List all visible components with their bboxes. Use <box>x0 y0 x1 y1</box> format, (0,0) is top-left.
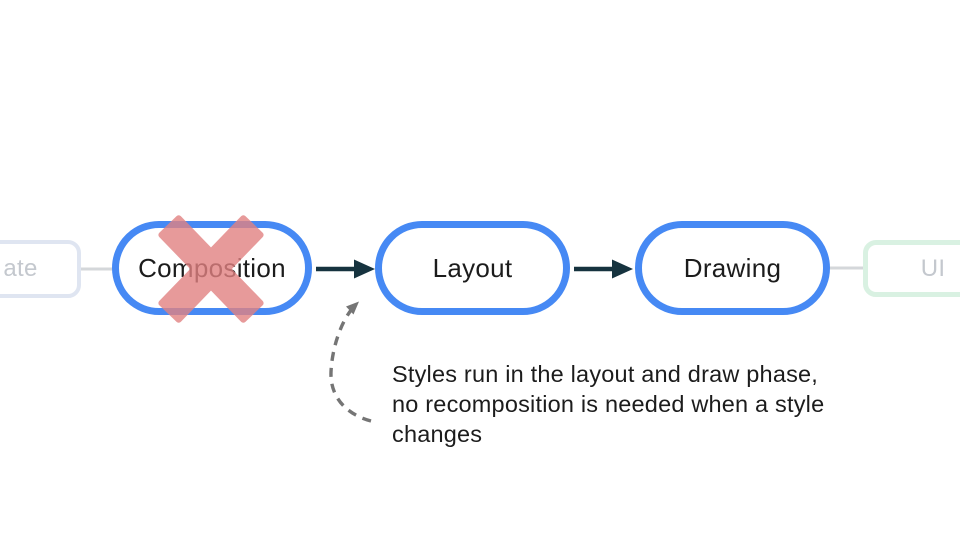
curved-dashed-arrow-icon <box>329 301 372 423</box>
node-layout: Layout <box>375 221 570 315</box>
node-state: ate <box>0 240 81 298</box>
node-state-label: ate <box>3 255 38 282</box>
node-composition: Composition <box>112 221 312 315</box>
node-drawing-label: Drawing <box>683 252 782 283</box>
dashed-arrowhead-icon <box>346 301 359 315</box>
annotation-line: changes <box>392 421 483 447</box>
annotation-text: Styles run in the layout and draw phase,… <box>392 359 824 449</box>
arrowhead-icon <box>612 259 633 279</box>
node-ui-label: UI <box>920 254 946 282</box>
arrow-layout-to-drawing <box>574 259 633 279</box>
node-ui: UI <box>863 240 960 297</box>
node-layout-label: Layout <box>432 252 513 283</box>
arrowhead-icon <box>354 259 375 279</box>
node-drawing: Drawing <box>635 221 830 315</box>
arrow-composition-to-layout <box>316 259 375 279</box>
node-composition-label: Composition <box>138 252 286 283</box>
annotation-line: Styles run in the layout and draw phase, <box>392 361 819 387</box>
annotation-line: no recomposition is needed when a style <box>392 391 825 417</box>
